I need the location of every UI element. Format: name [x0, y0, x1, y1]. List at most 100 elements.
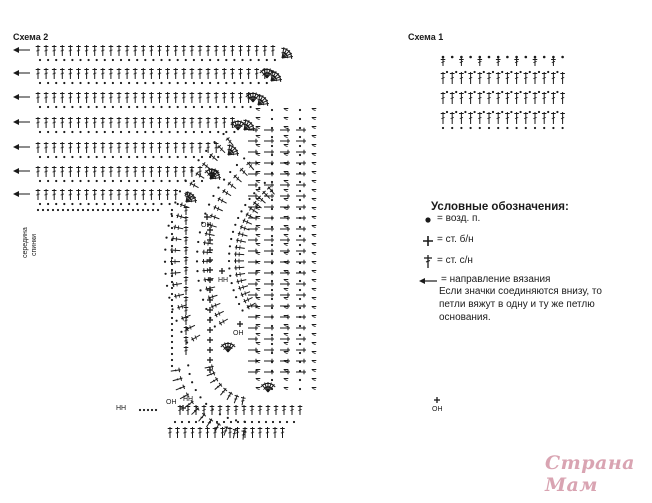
double-crochet-mark — [236, 278, 247, 284]
double-crochet-mark — [230, 68, 235, 79]
chain-stitch-mark — [175, 319, 178, 322]
double-crochet-mark — [213, 142, 219, 153]
double-crochet-mark — [265, 427, 270, 438]
double-crochet-mark — [213, 92, 219, 103]
double-crochet-mark — [311, 225, 317, 228]
double-crochet-mark — [311, 144, 317, 147]
horizontal-stitch-mark — [280, 347, 290, 353]
chain-stitch-mark — [201, 420, 205, 424]
double-crochet-mark — [183, 306, 189, 315]
double-crochet-mark — [198, 412, 207, 422]
double-crochet-mark — [477, 112, 483, 124]
double-crochet-mark — [35, 142, 41, 153]
double-crochet-mark — [195, 171, 205, 179]
chain-stitch-mark — [63, 179, 66, 183]
chain-stitch-mark — [445, 70, 449, 74]
double-crochet-mark — [132, 45, 138, 56]
chain-stitch-mark — [111, 179, 114, 183]
chain-stitch-mark — [138, 408, 142, 412]
double-crochet-mark — [60, 142, 65, 153]
double-crochet-mark — [230, 92, 235, 103]
horizontal-stitch-mark — [264, 259, 274, 265]
chain-stitch-mark — [136, 130, 139, 134]
double-crochet-mark — [255, 243, 261, 246]
chain-stitch-mark — [482, 110, 485, 114]
single-crochet-mark — [207, 287, 213, 293]
horizontal-stitch-mark — [296, 347, 306, 353]
chain-stitch-mark — [170, 328, 174, 332]
chain-stitch-mark — [38, 105, 42, 109]
double-crochet-mark — [201, 162, 211, 170]
double-crochet-mark — [238, 45, 243, 56]
double-crochet-mark — [220, 427, 225, 438]
double-crochet-mark — [505, 92, 510, 104]
horizontal-stitch-mark — [280, 138, 290, 144]
chain-stitch-mark — [222, 132, 225, 136]
direction-arrow — [13, 119, 30, 125]
chain-stitch-mark — [103, 179, 106, 183]
chain-stitch-mark — [273, 58, 276, 62]
chain-stitch-mark — [136, 155, 139, 159]
double-crochet-mark — [204, 364, 214, 370]
horizontal-stitch-mark — [264, 336, 274, 342]
chain-stitch-mark — [167, 224, 170, 227]
double-crochet-mark — [181, 142, 187, 153]
chain-stitch-mark — [298, 333, 302, 337]
legend-note-line: основания. — [439, 312, 491, 323]
chain-stitch-mark — [478, 55, 482, 59]
chain-stitch-mark — [190, 169, 193, 172]
chain-stitch-mark — [144, 58, 147, 62]
double-crochet-mark — [60, 92, 65, 103]
double-crochet-mark — [311, 261, 317, 264]
double-crochet-mark — [283, 126, 289, 129]
horizontal-stitch-mark — [248, 314, 258, 320]
chain-stitch-mark — [451, 126, 454, 130]
double-crochet-mark — [255, 189, 261, 192]
double-crochet-mark — [541, 112, 547, 124]
schema-2-chart — [13, 45, 440, 440]
double-crochet-mark — [523, 92, 529, 104]
chain-stitch-mark — [515, 126, 518, 130]
double-crochet-mark — [51, 142, 57, 153]
chain-stitch-mark — [71, 208, 75, 212]
chain-stitch-mark — [195, 260, 199, 263]
chain-stitch-mark — [441, 55, 445, 59]
double-crochet-mark — [311, 270, 317, 273]
double-crochet-mark — [486, 92, 492, 104]
chain-stitch-mark — [455, 110, 458, 114]
double-crochet-mark — [255, 279, 261, 282]
double-crochet-mark — [255, 324, 261, 327]
chain-stitch-mark — [226, 416, 229, 419]
single-crochet-mark — [207, 257, 213, 263]
chain-stitch-mark — [244, 203, 247, 207]
chain-stitch-mark — [170, 304, 174, 308]
chain-stitch-mark — [128, 179, 131, 183]
double-crochet-mark — [68, 166, 73, 177]
chain-stitch-mark — [144, 179, 147, 183]
double-crochet-mark — [173, 142, 178, 153]
single-crochet-mark — [207, 347, 213, 353]
oh-mark-4: ОН — [432, 406, 443, 413]
double-crochet-mark — [311, 108, 317, 111]
chain-stitch-mark — [298, 387, 302, 391]
double-crochet-mark — [132, 117, 138, 128]
double-crochet-mark — [76, 45, 81, 56]
chain-stitch-mark — [128, 202, 131, 206]
legend-title: Условные обозначения: — [431, 201, 569, 213]
horizontal-stitch-mark — [248, 226, 258, 232]
chain-stitch-mark — [55, 179, 58, 183]
double-crochet-mark — [183, 216, 189, 225]
double-crochet-mark — [173, 166, 178, 177]
oh-mark-1: ОН — [201, 222, 212, 229]
chain-stitch-mark — [170, 238, 174, 242]
horizontal-stitch-mark — [264, 347, 274, 353]
double-crochet-mark — [311, 171, 317, 174]
double-crochet-mark — [311, 306, 317, 309]
horizontal-stitch-mark — [248, 237, 258, 243]
legend-note: Если значки соединяются внизу, то петли … — [439, 285, 614, 324]
direction-arrow — [13, 144, 30, 150]
double-crochet-mark — [222, 92, 227, 103]
double-crochet-mark — [541, 72, 547, 84]
double-crochet-mark — [225, 137, 234, 146]
chain-stitch-mark — [170, 220, 174, 224]
